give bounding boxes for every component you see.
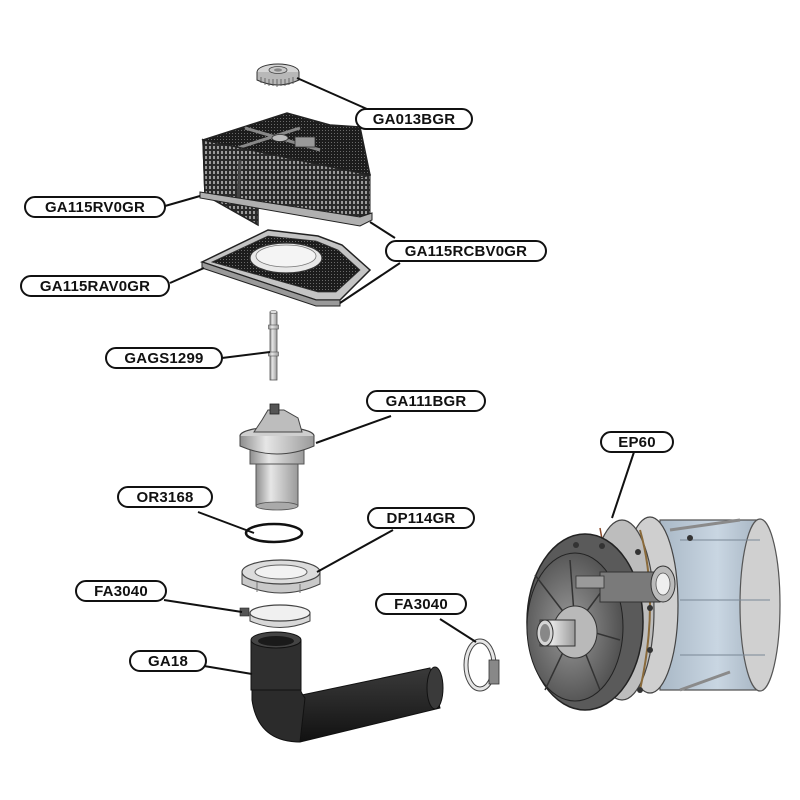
pump-part[interactable] bbox=[526, 516, 781, 711]
drain-body-part[interactable] bbox=[239, 403, 315, 511]
label-cap[interactable]: GA013BGR bbox=[355, 108, 473, 130]
label-ring-nut[interactable]: DP114GR bbox=[367, 507, 475, 529]
label-basket[interactable]: GA115RV0GR bbox=[24, 196, 166, 218]
label-pin[interactable]: GAGS1299 bbox=[105, 347, 223, 369]
oring-part[interactable] bbox=[244, 522, 304, 544]
pin-part[interactable] bbox=[268, 310, 279, 381]
cap-part[interactable] bbox=[256, 63, 300, 87]
filter-basket-part[interactable] bbox=[199, 112, 373, 227]
leader-lines bbox=[163, 77, 635, 675]
base-plate-part[interactable] bbox=[200, 229, 372, 307]
label-base-plate[interactable]: GA115RAV0GR bbox=[20, 275, 170, 297]
ring-nut-part[interactable] bbox=[241, 559, 321, 594]
label-oring[interactable]: OR3168 bbox=[117, 486, 213, 508]
label-drain-body[interactable]: GA111BGR bbox=[366, 390, 486, 412]
label-filter-combo[interactable]: GA115RCBV0GR bbox=[385, 240, 547, 262]
label-clamp-right[interactable]: FA3040 bbox=[375, 593, 467, 615]
label-pump[interactable]: EP60 bbox=[600, 431, 674, 453]
label-hose[interactable]: GA18 bbox=[129, 650, 207, 672]
hose-part[interactable] bbox=[250, 631, 444, 743]
clamp-right-part[interactable] bbox=[463, 638, 500, 692]
clamp-left-part[interactable] bbox=[239, 604, 311, 628]
label-clamp-left[interactable]: FA3040 bbox=[75, 580, 167, 602]
